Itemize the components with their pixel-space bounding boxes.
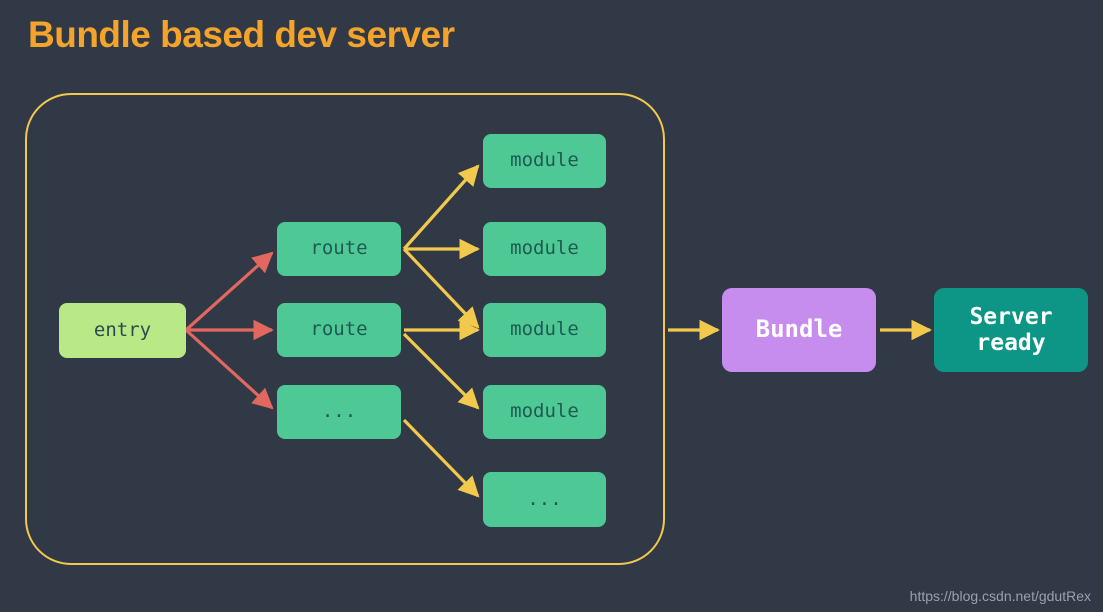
bundle-graph-container <box>25 93 665 565</box>
node-module-3[interactable]: module <box>483 303 606 357</box>
node-module-5-label: ... <box>527 487 562 510</box>
node-route-3-label: ... <box>321 400 357 423</box>
node-module-3-label: module <box>510 318 579 341</box>
node-route-2[interactable]: route <box>277 303 401 357</box>
page-title: Bundle based dev server <box>28 14 455 55</box>
node-route-1[interactable]: route <box>277 222 401 276</box>
node-bundle[interactable]: Bundle <box>722 288 876 372</box>
node-module-1[interactable]: module <box>483 134 606 188</box>
node-module-4-label: module <box>510 400 579 423</box>
node-route-1-label: route <box>310 237 368 260</box>
node-entry[interactable]: entry <box>59 303 186 358</box>
node-server-ready-label: Server ready <box>969 303 1053 356</box>
node-module-2-label: module <box>510 237 579 260</box>
node-entry-label: entry <box>93 318 152 341</box>
watermark-url: https://blog.csdn.net/gdutRex <box>909 588 1091 604</box>
node-module-2[interactable]: module <box>483 222 606 276</box>
node-route-3[interactable]: ... <box>277 385 401 439</box>
node-bundle-label: Bundle <box>755 315 843 344</box>
node-module-4[interactable]: module <box>483 385 606 439</box>
node-module-5[interactable]: ... <box>483 472 606 527</box>
node-server-ready[interactable]: Server ready <box>934 288 1088 372</box>
node-route-2-label: route <box>310 318 368 341</box>
node-module-1-label: module <box>510 149 579 172</box>
